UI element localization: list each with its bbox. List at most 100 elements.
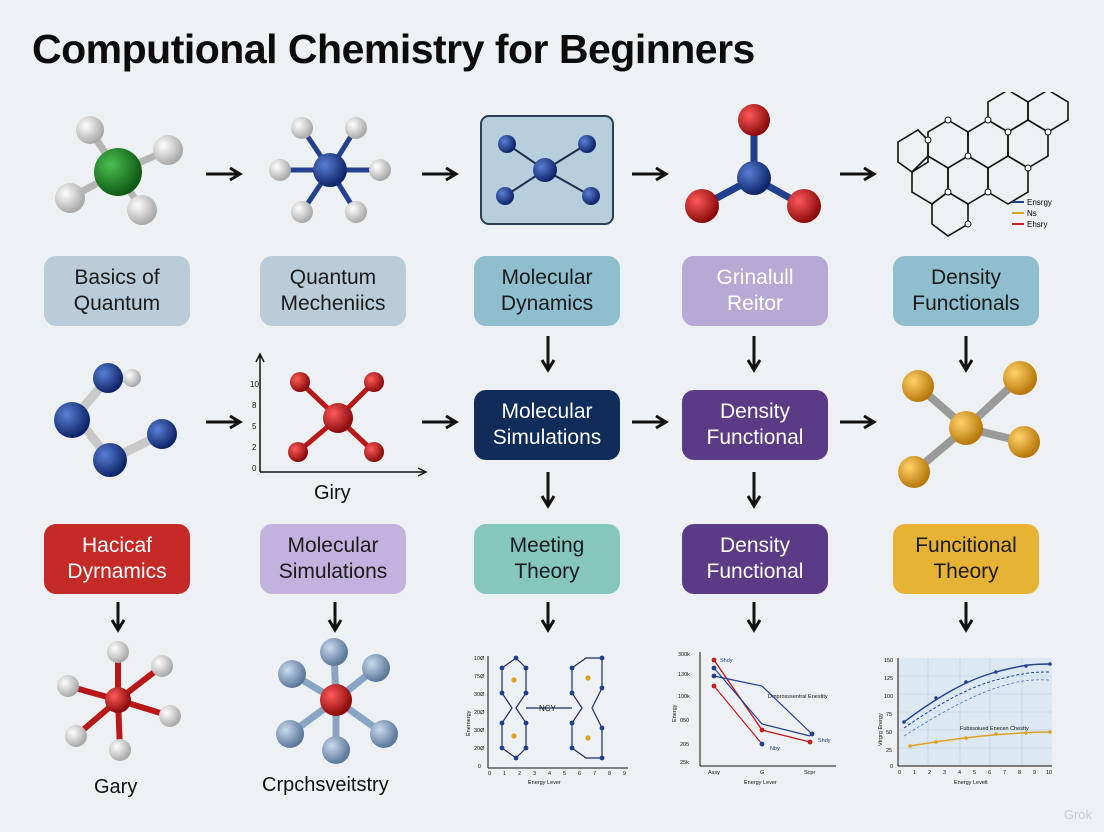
arrow-down-icon [746, 472, 762, 509]
x-tick: 8 [608, 771, 611, 777]
hexagon-lattice-icon: Ensrgy Ns Ehsry [897, 92, 1069, 237]
x-tick: 7 [593, 771, 596, 777]
y-tick: 20Ø [474, 710, 485, 716]
y-tick: 5 [252, 422, 257, 431]
octahedral-red-molecule-icon [57, 641, 181, 761]
arrow-down-icon [110, 602, 126, 633]
arrow-down-icon [327, 602, 343, 633]
arrow-right-icon [632, 414, 669, 430]
label-quantum-mechanics: Quantum Mecheniics [260, 256, 406, 326]
x-tick: 6 [988, 770, 991, 776]
x-tick: 0 [898, 770, 901, 776]
y-axis-label: Vtrgrg Erergy [878, 713, 884, 746]
y-tick: 0 [478, 764, 481, 770]
chart-legend: Fubssoiued Enecen Chestty [960, 726, 1029, 732]
x-tick: Assy [708, 770, 720, 776]
tetrahedral-molecule-icon [55, 116, 183, 225]
y-tick: 30Ø [474, 692, 485, 698]
y-tick: 125 [884, 676, 893, 682]
x-tick: 4 [548, 771, 551, 777]
x-axis-label: Energy Levelt [954, 780, 988, 786]
label-basics-of-quantum: Basics of Quantum [44, 256, 190, 326]
x-tick: 6 [578, 771, 581, 777]
label-grinalull-reitor: Grinalull Reitor [682, 256, 828, 326]
y-axis-label: Enernergy [466, 710, 472, 736]
octahedral-steel-molecule-icon [276, 638, 398, 764]
x-tick: 1 [913, 770, 916, 776]
arrow-right-icon [422, 166, 459, 182]
molecule-graph: 10 8 5 2 0 [250, 352, 428, 477]
label-funcitional-theory: Funcitional Theory [893, 524, 1039, 594]
x-tick: 7 [1003, 770, 1006, 776]
caption-gary: Gary [94, 776, 138, 798]
y-tick: 50 [886, 730, 892, 736]
y-tick: 10 [250, 380, 259, 389]
arrow-down-icon [540, 602, 556, 633]
y-tick: 130k [678, 672, 690, 678]
boxed-molecule-icon [480, 115, 614, 225]
x-tick: 5 [973, 770, 976, 776]
figure-legend-3: Ehsry [1027, 220, 1047, 229]
energy-curve-chart: 150 125 100 75 50 25 0 0 1 2 3 4 5 6 7 8… [878, 658, 1052, 786]
arrow-right-icon [206, 414, 243, 430]
label-molecular-dynamics: Molecular Dynamics [474, 256, 620, 326]
y-tick: 0 [890, 764, 893, 770]
point-label: Shdy [818, 738, 831, 744]
chart-legend: Dmprosssentral Enestity [768, 694, 828, 700]
y-tick: 050 [680, 718, 689, 724]
gold-molecule-icon [898, 361, 1040, 488]
y-tick: 0 [252, 464, 257, 473]
x-tick: 1 [503, 771, 506, 777]
arrow-down-icon [746, 336, 762, 373]
x-tick: 10 [1046, 770, 1052, 776]
x-tick: 8 [1018, 770, 1021, 776]
arrow-right-icon [422, 414, 459, 430]
figure-legend-1: Ensrgy [1027, 198, 1052, 207]
label-molecular-simulations: Molecular Simulations [260, 524, 406, 594]
x-tick: Scpr [804, 770, 815, 776]
x-tick: 4 [958, 770, 961, 776]
y-tick: 75Ø [474, 674, 485, 680]
graph-caption: Giry [314, 482, 351, 504]
x-tick: 5 [563, 771, 566, 777]
trigonal-molecule-icon [685, 104, 821, 223]
x-tick: G [760, 770, 764, 776]
center-node-label: NCY [539, 704, 557, 713]
label-meeting-theory: Meeting Theory [474, 524, 620, 594]
x-tick: 9 [623, 771, 626, 777]
point-label: Nby [770, 746, 780, 752]
x-tick: 2 [518, 771, 521, 777]
x-tick: 0 [488, 771, 491, 777]
label-hacicaf-dyrnamics: Hacicaf Dyrnamics [44, 524, 190, 594]
caption-crpchsveitstry: Crpchsveitstry [262, 774, 389, 796]
arrow-down-icon [540, 336, 556, 373]
y-tick: 25k [680, 760, 689, 766]
arrow-right-icon [632, 166, 669, 182]
y-axis-label: Energy [672, 704, 678, 722]
label-molecular-simulations-center: Molecular Simulations [474, 390, 620, 460]
x-axis-label: Energy Lever [528, 780, 561, 786]
x-tick: 9 [1033, 770, 1036, 776]
x-tick: 2 [928, 770, 931, 776]
y-tick: 30Ø [474, 728, 485, 734]
page-title: Computional Chemistry for Beginners [32, 26, 755, 72]
y-tick: 75 [886, 712, 892, 718]
y-tick: 300k [678, 652, 690, 658]
star-molecule-icon [269, 117, 391, 223]
energy-line-chart: 300k 130k 100k 050 205 25k Assy G Scpr E… [672, 652, 836, 786]
y-tick: 150 [884, 658, 893, 664]
x-axis-label: Energy Lever [744, 780, 777, 786]
y-tick: 205 [680, 742, 689, 748]
arrow-down-icon [958, 336, 974, 373]
arrow-right-icon [840, 414, 877, 430]
y-tick: 10Ø [474, 656, 485, 662]
watermark: Grok [1063, 807, 1092, 822]
figure-legend-2: Ns [1027, 209, 1037, 218]
arrow-down-icon [746, 602, 762, 633]
arrow-down-icon [540, 472, 556, 509]
label-density-functional-center: Density Functional [682, 390, 828, 460]
y-tick: 2 [252, 443, 257, 452]
point-label: Shdy [720, 658, 733, 664]
arrow-down-icon [958, 602, 974, 633]
label-density-functionals: Density Functionals [893, 256, 1039, 326]
